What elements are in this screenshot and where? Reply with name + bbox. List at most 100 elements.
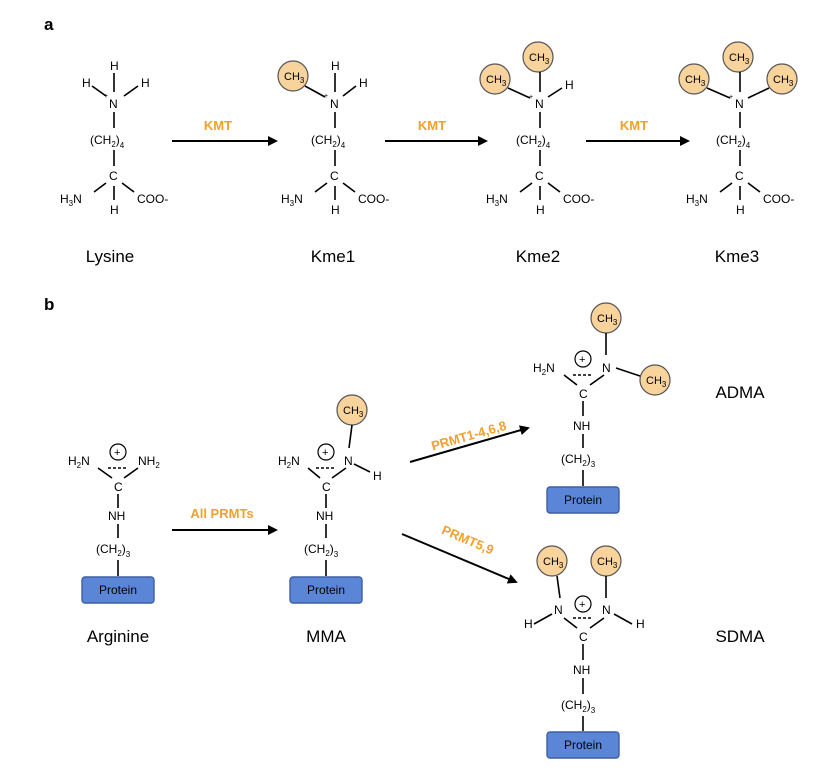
atom-h: H — [82, 76, 91, 90]
charge-plus: + — [324, 93, 328, 100]
kme3-structure: CH3 CH3 CH3 + N (CH2)4 C H3N COO- H — [678, 41, 798, 217]
methylene-chain: (CH2)3 — [561, 698, 596, 715]
methyl-label: CH3 — [597, 313, 618, 327]
methyl-group — [522, 41, 554, 73]
atom-nh: NH — [573, 419, 590, 433]
atom-h: H — [359, 76, 368, 90]
atom-n: N — [109, 97, 118, 111]
protein-box — [546, 486, 620, 514]
charge-plus-sign: + — [579, 599, 585, 611]
charge-plus-icon — [574, 350, 592, 368]
protein-box — [289, 576, 363, 604]
atom-n: N — [602, 361, 611, 375]
kme1-structure: CH3 H H + N (CH2)4 C H3N COO- H — [277, 59, 389, 217]
methyl-group — [678, 63, 710, 95]
charge-plus-sign: + — [114, 447, 120, 459]
atom-n: N — [330, 97, 339, 111]
methyl-label: CH3 — [343, 405, 364, 419]
charge-plus-sign: + — [322, 447, 328, 459]
protein-label: Protein — [564, 493, 602, 507]
charge-plus-icon — [574, 595, 592, 613]
methyl-group — [639, 364, 671, 396]
lysine-structure: H H H + N (CH2)4 C H3N COO- H — [60, 59, 168, 217]
protein-label: Protein — [99, 583, 137, 597]
panel-letter-b: b — [44, 295, 54, 314]
atom-h: H — [110, 59, 119, 73]
methylene-chain: (CH2)3 — [561, 452, 596, 469]
charge-plus-icon — [109, 443, 127, 461]
label-mma: MMA — [306, 627, 346, 646]
amino-left: H2N — [278, 454, 300, 470]
amino-group: H3N — [60, 192, 82, 208]
atom-h: H — [636, 617, 645, 631]
methyl-group — [536, 545, 568, 577]
atom-h: H — [331, 203, 340, 217]
enzyme-kmt-3: KMT — [620, 118, 648, 133]
carboxylate-group: COO- — [763, 192, 794, 206]
atom-nh: NH — [316, 509, 333, 523]
atom-c: C — [735, 169, 744, 183]
charge-plus-icon — [317, 443, 335, 461]
methyl-group — [479, 63, 511, 95]
label-kme3: Kme3 — [715, 247, 759, 266]
atom-c: C — [330, 169, 339, 183]
atom-c: C — [535, 169, 544, 183]
label-adma: ADMA — [715, 383, 765, 402]
atom-n: N — [535, 97, 544, 111]
atom-h: H — [141, 76, 150, 90]
atom-h: H — [565, 78, 574, 92]
atom-c: C — [322, 480, 331, 494]
methyl-label: CH3 — [773, 74, 794, 88]
panel-letter-a: a — [44, 15, 54, 34]
arrow-prmt-type1 — [409, 425, 530, 463]
methylene-chain: (CH2)4 — [716, 133, 751, 150]
methyl-label: CH3 — [646, 375, 667, 389]
label-lysine: Lysine — [86, 247, 135, 266]
sdma-structure: CH3 CH3 H N + N H C NH (CH2)3 Protein — [524, 545, 645, 759]
amino-left: H2N — [533, 361, 555, 377]
protein-box — [546, 731, 620, 759]
carboxylate-group: COO- — [137, 192, 168, 206]
methyl-label: CH3 — [284, 71, 305, 85]
methyl-label: CH3 — [543, 556, 564, 570]
methylene-chain: (CH2)3 — [304, 542, 339, 559]
methyl-group — [766, 63, 798, 95]
enzyme-all-prmts: All PRMTs — [190, 506, 253, 521]
methylene-chain: (CH2)3 — [96, 542, 131, 559]
atom-n: N — [344, 454, 353, 468]
amino-group: H3N — [486, 192, 508, 208]
atom-n: N — [735, 97, 744, 111]
atom-c: C — [579, 630, 588, 644]
atom-nh: NH — [573, 663, 590, 677]
enzyme-kmt-1: KMT — [204, 118, 232, 133]
atom-n: N — [602, 603, 611, 617]
methylene-chain: (CH2)4 — [311, 133, 346, 150]
label-kme2: Kme2 — [516, 247, 560, 266]
arginine-structure: H2N + NH2 C NH (CH2)3 Protein — [68, 443, 160, 604]
methyl-label: CH3 — [529, 52, 550, 66]
enzyme-prmt-type1: PRMT1-4,6,8 — [430, 418, 508, 454]
methylene-chain: (CH2)4 — [516, 133, 551, 150]
charge-plus-sign: + — [579, 354, 585, 366]
enzyme-prmt-type2: PRMT5,9 — [440, 522, 496, 557]
carboxylate-group: COO- — [563, 192, 594, 206]
charge-plus: + — [529, 94, 533, 101]
atom-c: C — [109, 169, 118, 183]
label-sdma: SDMA — [715, 627, 765, 646]
adma-structure: CH3 CH3 H2N + N C NH (CH2)3 Protein — [533, 302, 671, 514]
atom-h: H — [331, 59, 340, 73]
amino-group: H3N — [281, 192, 303, 208]
enzyme-kmt-2: KMT — [418, 118, 446, 133]
label-arginine: Arginine — [87, 627, 149, 646]
atom-c: C — [114, 480, 123, 494]
label-kme1: Kme1 — [311, 247, 355, 266]
protein-box — [81, 576, 155, 604]
atom-h: H — [524, 617, 533, 631]
charge-plus: + — [104, 93, 108, 100]
kme2-structure: CH3 CH3 H + N (CH2)4 C H3N COO- H — [479, 41, 594, 217]
carboxylate-group: COO- — [358, 192, 389, 206]
methyl-group — [722, 41, 754, 73]
atom-h: H — [736, 203, 745, 217]
methyl-label: CH3 — [597, 556, 618, 570]
